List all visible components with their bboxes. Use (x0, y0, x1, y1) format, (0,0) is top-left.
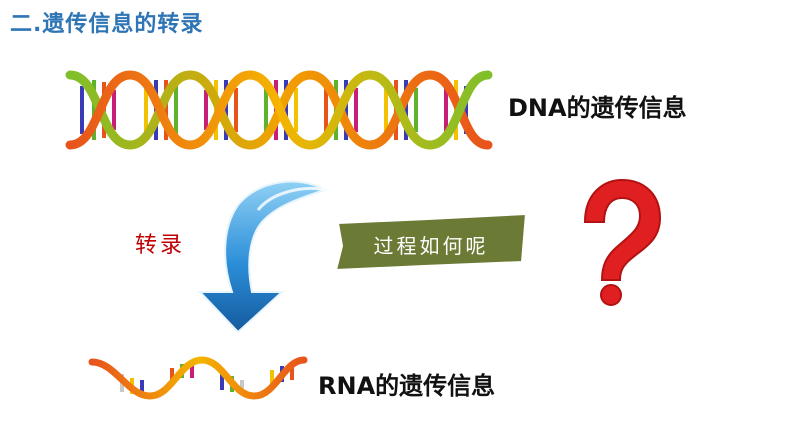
curved-down-arrow-icon (197, 180, 328, 334)
rna-info-label: RNA的遗传信息 (318, 372, 496, 400)
dna-strand-back (65, 70, 493, 150)
question-banner-shape (334, 212, 528, 272)
dna-info-label: DNA的遗传信息 (508, 94, 687, 122)
question-mark-icon (583, 178, 662, 306)
rna-single-strand-icon (88, 356, 308, 400)
dna-double-helix-icon (65, 70, 493, 150)
transcription-label: 转录 (135, 233, 186, 258)
slide-title: 二.遗传信息的转录 (10, 12, 204, 37)
question-banner-text: 过程如何呢 (373, 234, 489, 258)
